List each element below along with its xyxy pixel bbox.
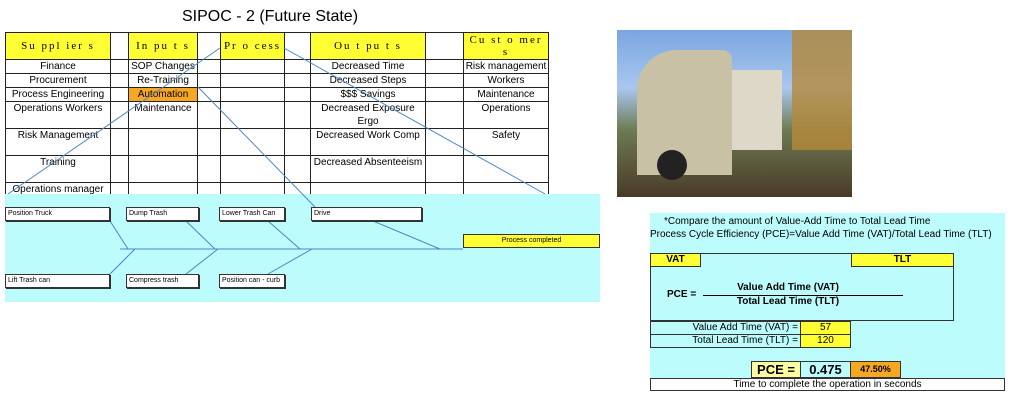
tlt-header: TLT	[851, 253, 954, 267]
pce-equals-label: PCE =	[667, 289, 697, 300]
tlt-value[interactable]: 120	[800, 334, 851, 348]
pce-footer: Time to complete the operation in second…	[650, 378, 1005, 391]
cell-highlighted: Automation	[128, 87, 198, 102]
pce-result-percent: 47.50%	[850, 361, 901, 378]
step-lower-trash-can: Lower Trash Can	[219, 207, 285, 221]
numerator: Value Add Time (VAT)	[737, 282, 839, 293]
pce-result-label: PCE =	[751, 361, 801, 378]
truck-cab	[732, 70, 782, 150]
step-position-can-curb: Position can - curb	[219, 274, 285, 288]
header-customers: Cu st o mer s	[463, 32, 549, 60]
denominator: Total Lead Time (TLT)	[736, 296, 840, 307]
connector-lines	[7, 47, 546, 275]
fraction-line	[703, 295, 903, 296]
vat-label: Value Add Time (VAT) =	[650, 321, 801, 335]
vat-value[interactable]: 57	[800, 321, 851, 335]
step-drive: Drive	[311, 207, 422, 221]
garbage-truck-photo	[617, 30, 852, 197]
pce-note-2: Process Cycle Efficiency (PCE)=Value Add…	[650, 229, 992, 240]
cell: Operations Workers	[5, 101, 111, 129]
pce-formula-box	[650, 253, 954, 321]
header-outputs: Ou t pu t s	[310, 32, 426, 60]
page-title: SIPOC - 2 (Future State)	[181, 8, 359, 25]
truck-body	[637, 50, 732, 175]
step-dump-trash: Dump Trash	[126, 207, 199, 221]
truck-wheel	[657, 150, 687, 180]
sipoc-table: Su ppl ier s In pu t s Pr o cess Ou t pu…	[5, 32, 549, 197]
step-lift-trash-can: Lift Trash can	[5, 274, 110, 288]
step-compress-trash: Compress trash	[126, 274, 199, 288]
step-position-truck: Position Truck	[5, 207, 110, 221]
pce-note-1: *Compare the amount of Value-Add Time to…	[664, 216, 931, 227]
cell: Safety	[463, 128, 549, 156]
process-completed: Process completed	[463, 234, 600, 248]
tlt-label: Total Lead Time (TLT) =	[650, 334, 801, 348]
pce-result-value: 0.475	[800, 361, 851, 378]
vat-header: VAT	[650, 253, 701, 267]
cell: Operations	[463, 101, 549, 129]
tree	[792, 30, 852, 150]
